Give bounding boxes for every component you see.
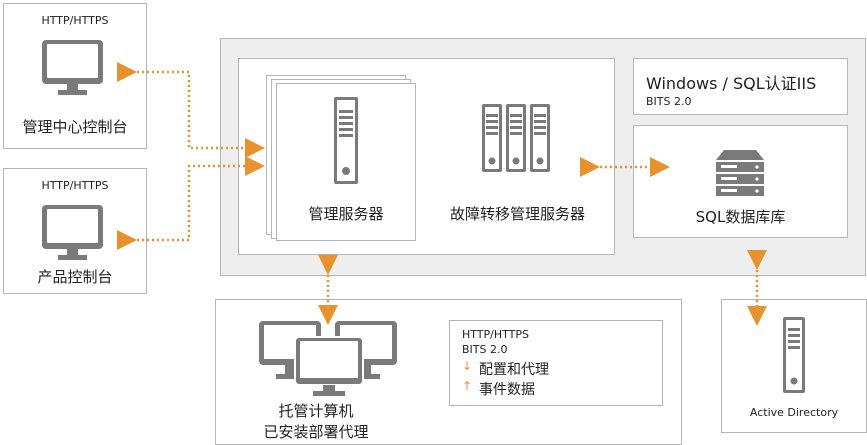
product-console-protocol: HTTP/HTTPS <box>41 179 109 192</box>
server-cluster-icon <box>482 104 550 172</box>
hosts-info-box: HTTP/HTTPS BITS 2.0 ↓ 配置和代理 ↑ 事件数据 <box>449 320 663 406</box>
server-tower-icon <box>783 317 805 393</box>
computers-icon <box>259 321 397 396</box>
auth-box: Windows / SQL认证IIS BITS 2.0 <box>633 58 848 115</box>
hosts-info-bits: BITS 2.0 <box>462 343 508 356</box>
active-directory-label: Active Directory <box>749 406 839 419</box>
hosts-info-up-label: 事件数据 <box>479 382 535 398</box>
management-server-label: 管理服务器 <box>308 205 384 223</box>
server-tower-icon <box>334 97 358 184</box>
database-label: SQL数据库库 <box>695 208 786 226</box>
hosts-info-down-label: 配置和代理 <box>479 362 549 378</box>
mgmt-console-protocol: HTTP/HTTPS <box>41 14 109 27</box>
database-icon <box>716 150 764 196</box>
monitor-icon <box>42 40 103 95</box>
down-arrow-icon: ↓ <box>462 359 473 373</box>
hosts-label-line2: 已安装部署代理 <box>263 423 369 441</box>
hosts-label-line1: 托管计算机 <box>278 402 354 420</box>
hosts-info-protocol: HTTP/HTTPS <box>462 328 529 341</box>
mgmt-console-label: 管理中心控制台 <box>22 118 128 136</box>
up-arrow-icon: ↑ <box>462 379 473 393</box>
connector-lines <box>117 62 767 326</box>
auth-title: Windows / SQL认证IIS <box>646 74 817 93</box>
failover-server-label: 故障转移管理服务器 <box>449 205 585 223</box>
product-console-label: 产品控制台 <box>37 268 113 286</box>
monitor-icon <box>42 205 103 260</box>
auth-subtitle: BITS 2.0 <box>646 95 692 108</box>
